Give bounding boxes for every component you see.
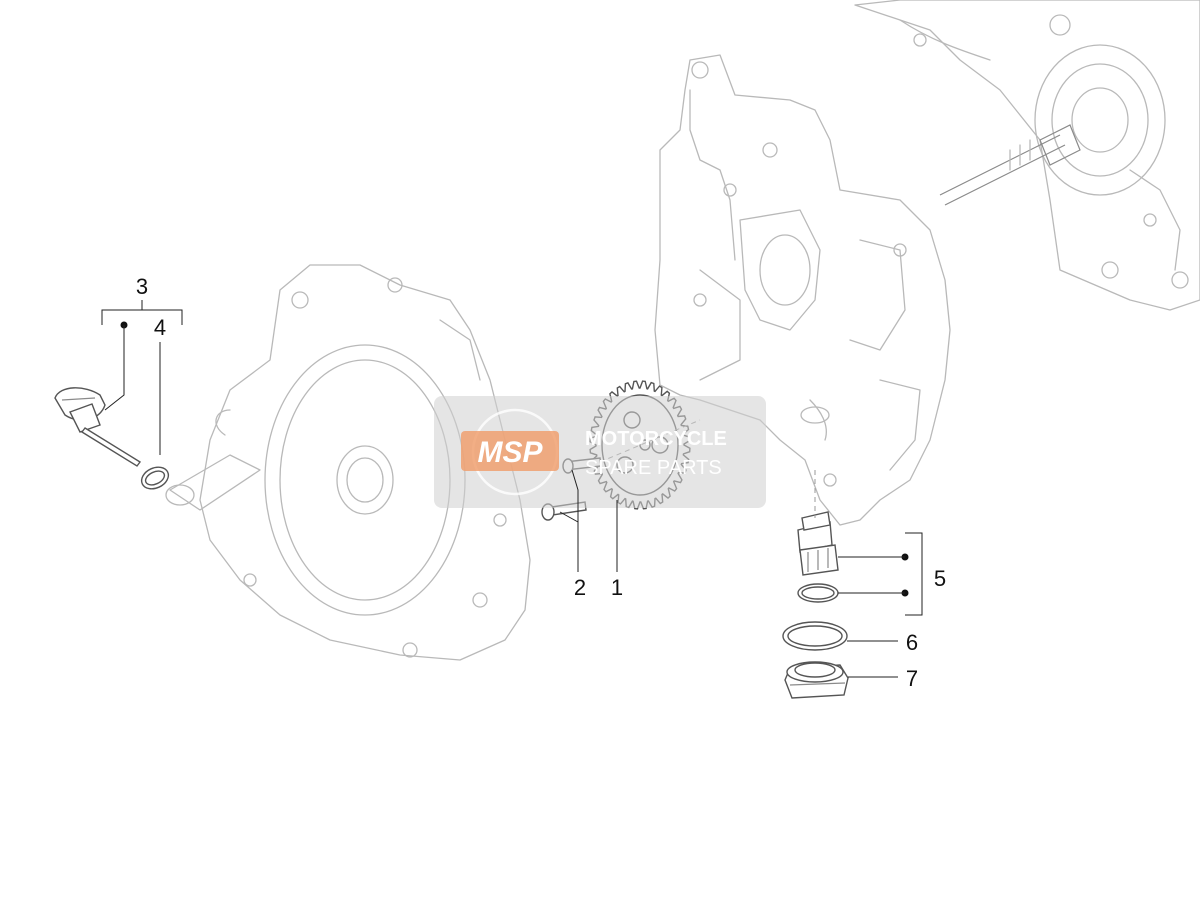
callout-4: 4 [154,315,166,340]
crankcase-cover-sketch [165,264,531,661]
callout-5: 5 [934,566,946,591]
watermark-logo-text: MSP [477,436,543,469]
callout-6: 6 [906,630,918,655]
large-o-ring-part [782,621,848,651]
oil-dipstick-part [54,387,142,467]
rear-engine-casing-sketch [854,0,1200,311]
watermark-line-1: MOTORCYCLE [585,428,727,450]
callout-1: 1 [611,575,623,600]
dipstick-o-ring-part [140,466,170,490]
callout-7: 7 [906,666,918,691]
callout-leaders [101,300,923,678]
crankcase-half-sketch [654,54,951,526]
filter-o-ring-part [797,583,839,603]
callout-2: 2 [574,575,586,600]
watermark: MSP MOTORCYCLE SPARE PARTS [434,396,766,508]
callout-3: 3 [136,274,148,299]
oil-filter-part [797,511,839,576]
drain-plug-part [784,661,849,699]
watermark-line-2: SPARE PARTS [585,457,722,479]
